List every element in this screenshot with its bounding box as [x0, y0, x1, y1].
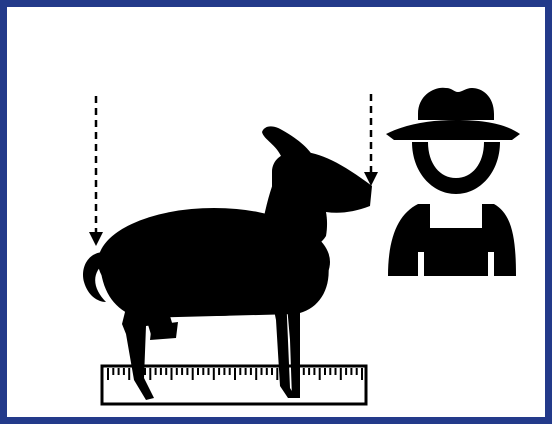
left-arrow — [89, 96, 103, 246]
right-arrow — [364, 94, 378, 186]
goat-silhouette-icon — [83, 126, 372, 400]
farmer-icon — [386, 88, 520, 276]
